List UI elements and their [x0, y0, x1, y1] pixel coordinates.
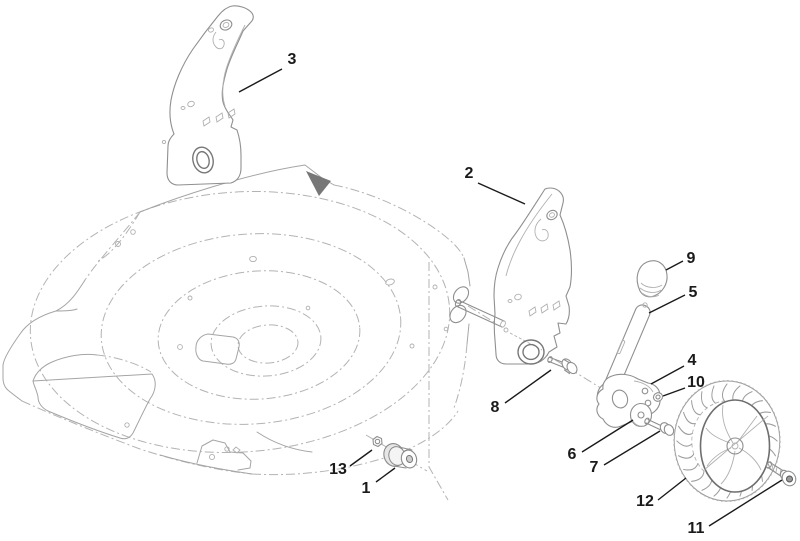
- axle-rod: [454, 299, 506, 328]
- part-13-nut: [372, 435, 383, 448]
- part-2-bracket: [493, 187, 573, 365]
- callout-10-label: 10: [687, 374, 705, 391]
- callout-11-label: 11: [688, 520, 705, 537]
- callout-10: 10: [662, 374, 705, 397]
- callout-3-label: 3: [288, 51, 297, 68]
- callout-6-label: 6: [568, 446, 577, 463]
- part-7-bolt: [644, 417, 675, 436]
- callout-9: 9: [665, 250, 696, 271]
- part-8-bolt: [547, 356, 578, 375]
- callout-2: 2: [465, 165, 526, 205]
- part-11-bolt: [765, 461, 797, 487]
- part-1-bushing: [383, 443, 418, 469]
- callout-3: 3: [238, 51, 297, 93]
- callout-12: 12: [636, 477, 687, 510]
- callout-13-label: 13: [329, 461, 347, 478]
- callout-7-label: 7: [590, 459, 599, 476]
- part-10-washer: [652, 392, 664, 402]
- callout-1: 1: [362, 467, 396, 497]
- part-9-knob: [636, 260, 668, 298]
- callout-5-label: 5: [689, 284, 698, 301]
- part-12-wheel: [673, 380, 781, 502]
- callout-6: 6: [568, 419, 634, 463]
- callout-2-label: 2: [465, 165, 474, 182]
- callout-7: 7: [590, 430, 661, 476]
- part-6-washer: [629, 402, 653, 428]
- callout-1-label: 1: [362, 480, 371, 497]
- part-3-bracket: [161, 5, 254, 186]
- callout-4: 4: [650, 352, 697, 385]
- mower-deck-outline: [2, 164, 471, 476]
- callout-9-label: 9: [687, 250, 696, 267]
- callout-11: 11: [688, 479, 783, 537]
- callout-8: 8: [491, 369, 552, 416]
- callout-8-label: 8: [491, 399, 500, 416]
- callout-12-label: 12: [636, 493, 654, 510]
- callout-4-label: 4: [688, 352, 697, 369]
- callout-5: 5: [648, 284, 698, 314]
- callout-13: 13: [329, 449, 373, 478]
- callouts: 1 2 3 4 5 6 7 8: [238, 51, 783, 537]
